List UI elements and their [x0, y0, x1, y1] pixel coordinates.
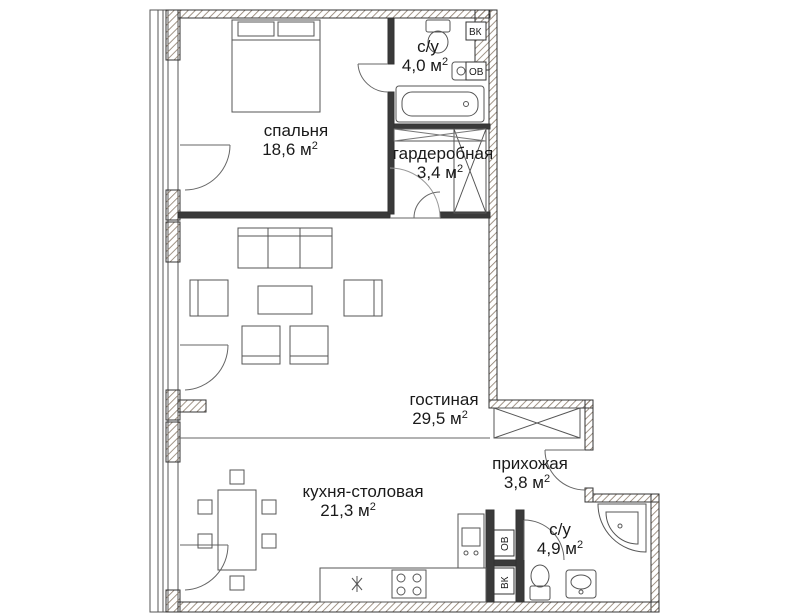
room-label-wardrobe: гардеробная 3,4 м2: [393, 144, 493, 182]
ov-tag-top: ОВ: [469, 67, 484, 78]
room-label-kitchen-dining: кухня-столовая 21,3 м2: [302, 482, 423, 520]
vk-tag-bottom: ВК: [500, 576, 511, 589]
wall-stub-living: [177, 399, 207, 413]
shaft-tags: ВК ОВ ОВ ВК: [465, 21, 515, 595]
wall-right-upper: [488, 9, 498, 401]
doors: [180, 63, 565, 591]
wall-bottom: [177, 601, 660, 613]
ov-tag-bottom: ОВ: [500, 536, 511, 551]
svg-text:3,8 м2: 3,8 м2: [504, 473, 550, 492]
vk-shaft-bottom: [493, 567, 515, 595]
svg-text:18,6 м2: 18,6 м2: [262, 140, 318, 159]
hallway-closet: [493, 407, 581, 439]
svg-text:гостиная: гостиная: [409, 390, 478, 409]
wardrobe-shelves: [393, 128, 487, 214]
wall-piers-left: [165, 9, 181, 613]
svg-text:с/у: с/у: [417, 37, 439, 56]
kitchen-counter: [319, 513, 487, 603]
room-label-hallway: прихожая 3,8 м2: [492, 454, 568, 492]
vk-tag-top: ВК: [469, 27, 482, 38]
svg-text:4,9 м2: 4,9 м2: [537, 539, 583, 558]
partition-bedroom-living: [177, 211, 491, 219]
bathroom-1-fixtures: [395, 19, 485, 123]
svg-text:3,4 м2: 3,4 м2: [417, 163, 463, 182]
window-wall-left: [149, 9, 179, 613]
vk-shaft-top: [465, 21, 487, 41]
svg-text:с/у: с/у: [549, 520, 571, 539]
ov-shaft-top: [465, 61, 487, 81]
entrance-door: [544, 449, 586, 491]
room-label-bathroom-2: с/у 4,9 м2: [537, 520, 583, 558]
svg-text:прихожая: прихожая: [492, 454, 568, 473]
svg-text:гардеробная: гардеробная: [393, 144, 493, 163]
dining-set: [197, 469, 277, 591]
room-label-bathroom-1: с/у 4,0 м2: [402, 37, 448, 75]
svg-text:21,3 м2: 21,3 м2: [320, 501, 376, 520]
wall-hallway: [488, 399, 660, 613]
room-label-living-room: гостиная 29,5 м2: [409, 390, 478, 428]
svg-text:4,0 м2: 4,0 м2: [402, 56, 448, 75]
room-label-bedroom: спальня 18,6 м2: [262, 121, 328, 159]
svg-text:кухня-столовая: кухня-столовая: [302, 482, 423, 501]
ov-shaft-bottom: [493, 529, 515, 557]
double-bed: [231, 19, 321, 113]
svg-text:29,5 м2: 29,5 м2: [412, 409, 468, 428]
svg-text:спальня: спальня: [264, 121, 329, 140]
bathroom-2-fixtures: [529, 503, 647, 601]
living-furniture: [189, 227, 383, 365]
